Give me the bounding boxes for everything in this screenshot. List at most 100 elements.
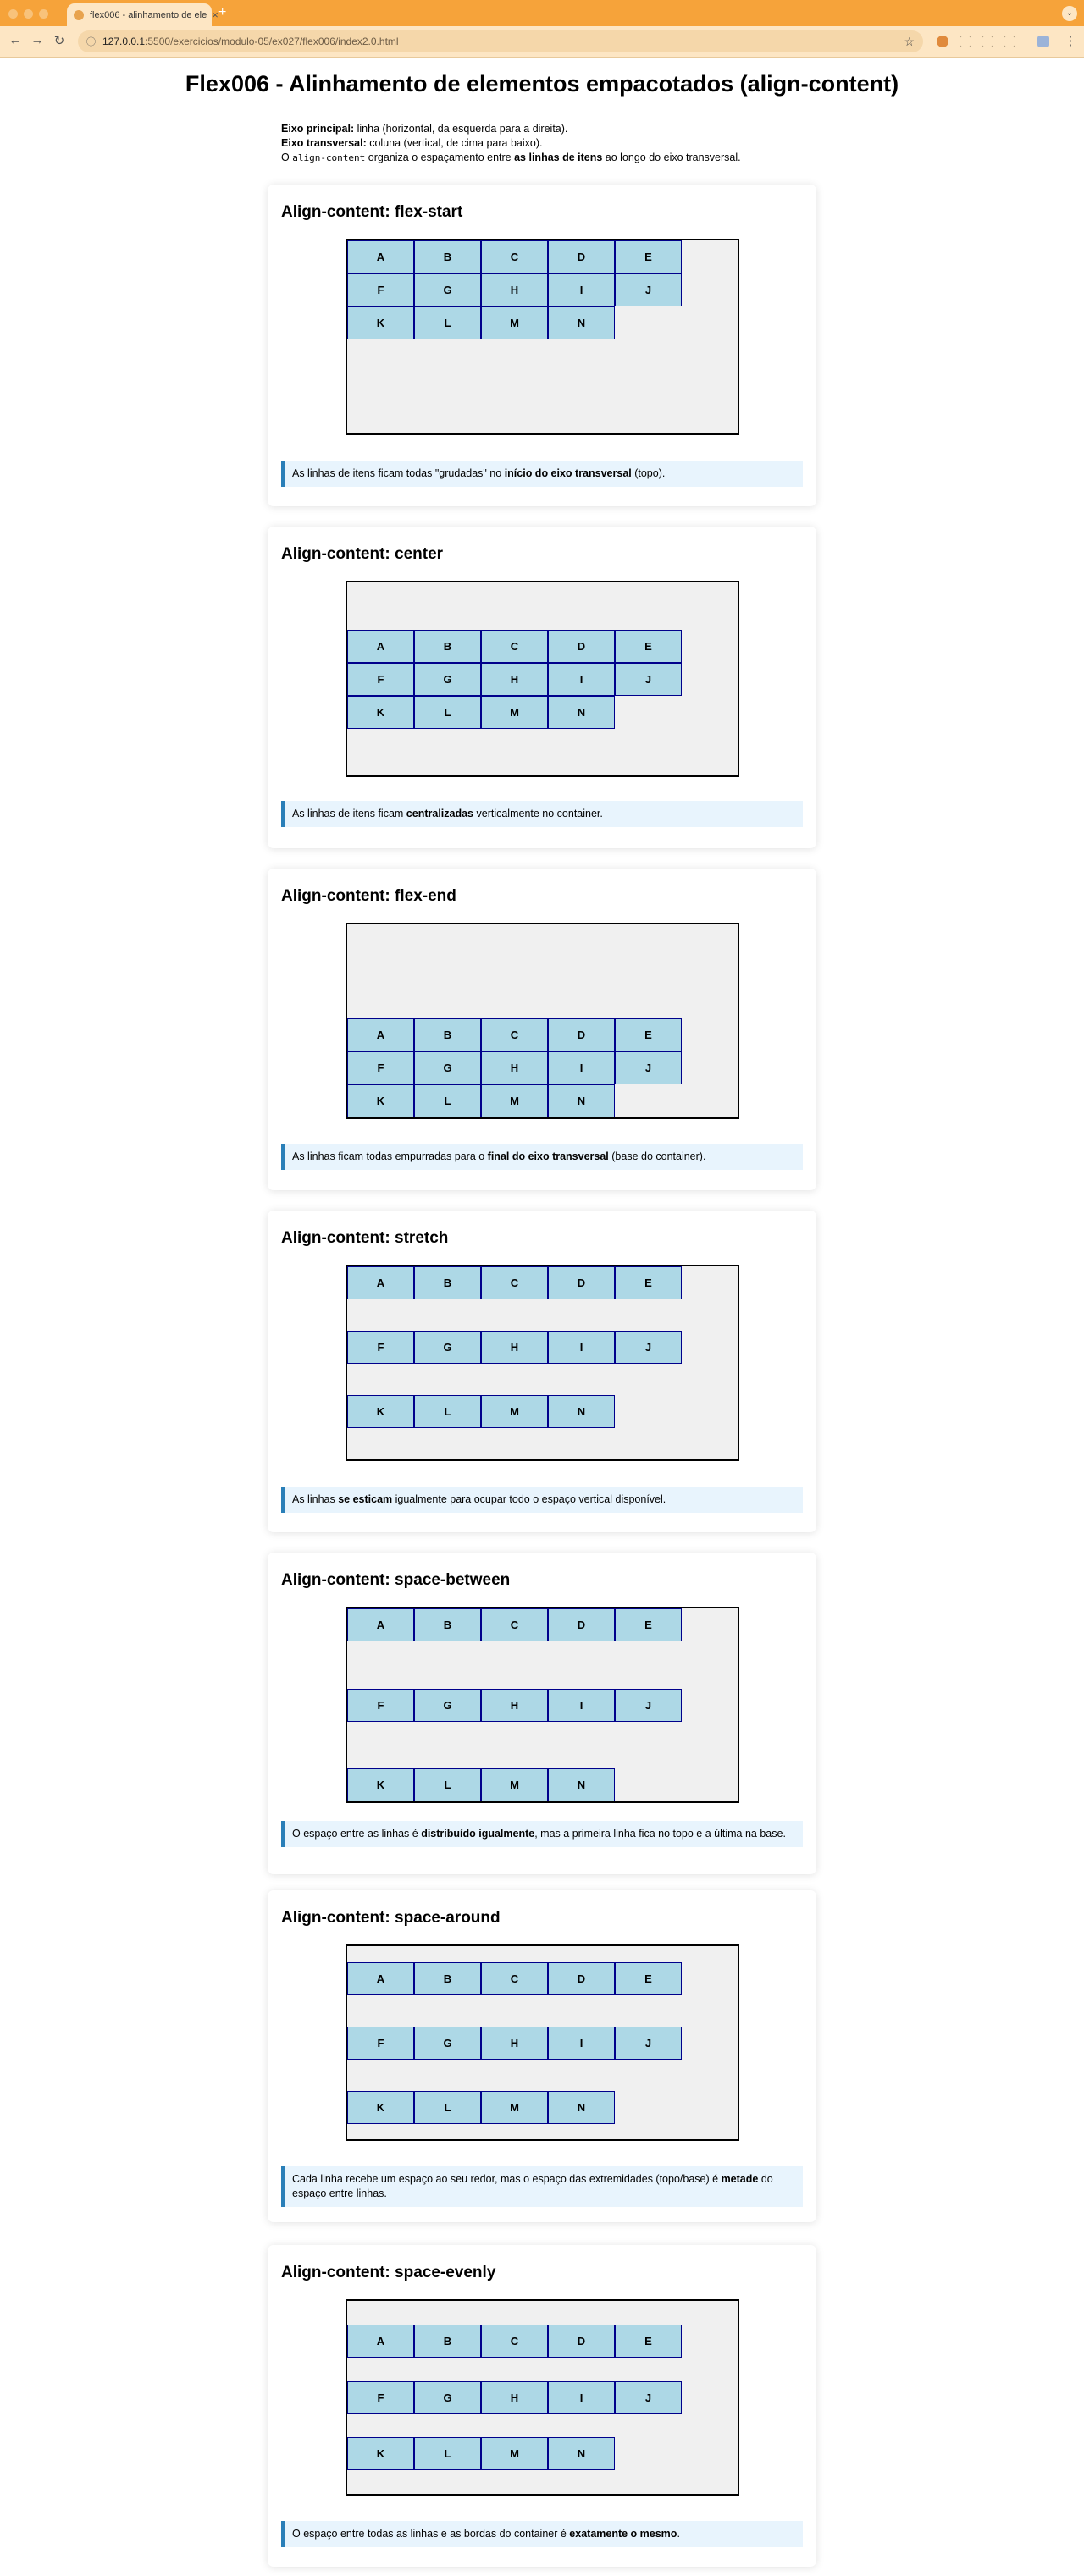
note-text: As linhas de itens ficam <box>292 808 406 819</box>
browser-tab-strip: flex006 - alinhamento de ele × + ⌄ <box>0 0 1084 26</box>
flex-item: J <box>615 2026 682 2060</box>
profile-avatar[interactable] <box>1037 36 1049 47</box>
flex-item: E <box>615 1961 682 1995</box>
flex-item: H <box>481 273 548 306</box>
browser-tab[interactable]: flex006 - alinhamento de ele × <box>67 3 218 26</box>
extension-icon[interactable] <box>937 36 948 47</box>
flex-item: L <box>414 2437 481 2471</box>
note-text: O espaço entre as linhas é <box>292 1828 422 1840</box>
flex-item: C <box>481 1608 548 1641</box>
note-text: igualmente para ocupar todo o espaço ver… <box>392 1493 666 1505</box>
flex-item: D <box>548 2324 615 2358</box>
flex-item: M <box>481 2090 548 2124</box>
back-icon[interactable]: ← <box>8 33 22 47</box>
section-title: Align-content: center <box>281 545 444 563</box>
flex-item: M <box>481 695 548 729</box>
flex-item: B <box>414 1266 481 1299</box>
flex-item: H <box>481 2026 548 2060</box>
flex-item: I <box>548 1051 615 1084</box>
flex-item: G <box>414 2380 481 2414</box>
flex-item: G <box>414 1051 481 1084</box>
forward-icon[interactable]: → <box>30 33 44 47</box>
flex-item: L <box>414 2090 481 2124</box>
section-title: Align-content: space-between <box>281 1571 511 1589</box>
flex-item: L <box>414 1768 481 1801</box>
puzzle-icon[interactable] <box>1004 36 1015 47</box>
flex-item: I <box>548 1688 615 1722</box>
flex-item: A <box>347 2324 414 2358</box>
flex-item: M <box>481 306 548 339</box>
flex-item: F <box>347 1051 414 1084</box>
new-tab-icon[interactable]: + <box>218 5 227 19</box>
extension-icon[interactable] <box>960 36 971 47</box>
flex-item: C <box>481 1018 548 1051</box>
legend-text: O <box>281 152 293 163</box>
flex-item: I <box>548 273 615 306</box>
flex-item: N <box>548 1395 615 1428</box>
flex-item: B <box>414 1608 481 1641</box>
chevron-down-icon[interactable]: ⌄ <box>1062 6 1077 21</box>
flex-item: J <box>615 662 682 696</box>
explanation-note: Cada linha recebe um espaço ao seu redor… <box>281 2166 803 2207</box>
flex-item: C <box>481 1266 548 1299</box>
flex-item: K <box>347 1768 414 1801</box>
flex-item: A <box>347 1018 414 1051</box>
legend-text: organiza o espaçamento entre <box>365 152 515 163</box>
explanation-note: O espaço entre todas as linhas e as bord… <box>281 2521 803 2547</box>
flex-item: G <box>414 273 481 306</box>
flex-item: J <box>615 273 682 306</box>
section-title: Align-content: space-around <box>281 1909 501 1927</box>
bookmark-star-icon[interactable]: ☆ <box>904 35 915 48</box>
flex-item: D <box>548 240 615 273</box>
flex-item: K <box>347 306 414 339</box>
address-bar[interactable]: ⓘ 127.0.0.1 :5500/exercicios/modulo-05/e… <box>78 30 923 52</box>
flex-item: D <box>548 1266 615 1299</box>
flex-item: F <box>347 1688 414 1722</box>
flex-item: E <box>615 1018 682 1051</box>
flex-item: N <box>548 2437 615 2471</box>
flex-item: H <box>481 662 548 696</box>
flex-item: L <box>414 695 481 729</box>
window-minimize-dot[interactable] <box>24 9 33 19</box>
reload-icon[interactable]: ↻ <box>53 34 65 48</box>
note-emphasis: distribuído igualmente <box>421 1828 535 1840</box>
note-text: Cada linha recebe um espaço ao seu redor… <box>292 2173 722 2185</box>
note-emphasis: centralizadas <box>406 808 474 819</box>
legend-text: linha (horizontal, da esquerda para a di… <box>354 123 568 135</box>
window-zoom-dot[interactable] <box>39 9 48 19</box>
flex-item: A <box>347 629 414 663</box>
flex-item: F <box>347 2026 414 2060</box>
explanation-note: As linhas ficam todas empurradas para o … <box>281 1144 803 1170</box>
flex-item: G <box>414 1331 481 1364</box>
window-close-dot[interactable] <box>8 9 18 19</box>
flex-item: A <box>347 240 414 273</box>
site-info-icon[interactable]: ⓘ <box>86 37 96 47</box>
flex-item: K <box>347 695 414 729</box>
flex-item: L <box>414 1084 481 1117</box>
note-emphasis: final do eixo transversal <box>487 1150 609 1162</box>
flex-item: I <box>548 2026 615 2060</box>
section-title: Align-content: flex-end <box>281 887 456 905</box>
sidebar-icon[interactable] <box>982 36 993 47</box>
legend-label: Eixo principal: <box>281 123 355 135</box>
flex-item: B <box>414 2324 481 2358</box>
flex-item: E <box>615 240 682 273</box>
flex-item: D <box>548 1608 615 1641</box>
flex-item: N <box>548 2090 615 2124</box>
more-menu-icon[interactable]: ⋮ <box>1064 34 1077 48</box>
flex-item: H <box>481 1051 548 1084</box>
flex-item: L <box>414 306 481 339</box>
flex-item: K <box>347 1084 414 1117</box>
flex-item: B <box>414 1961 481 1995</box>
note-text: do espaço entre linhas. <box>292 2173 773 2199</box>
close-icon[interactable]: × <box>212 8 218 21</box>
